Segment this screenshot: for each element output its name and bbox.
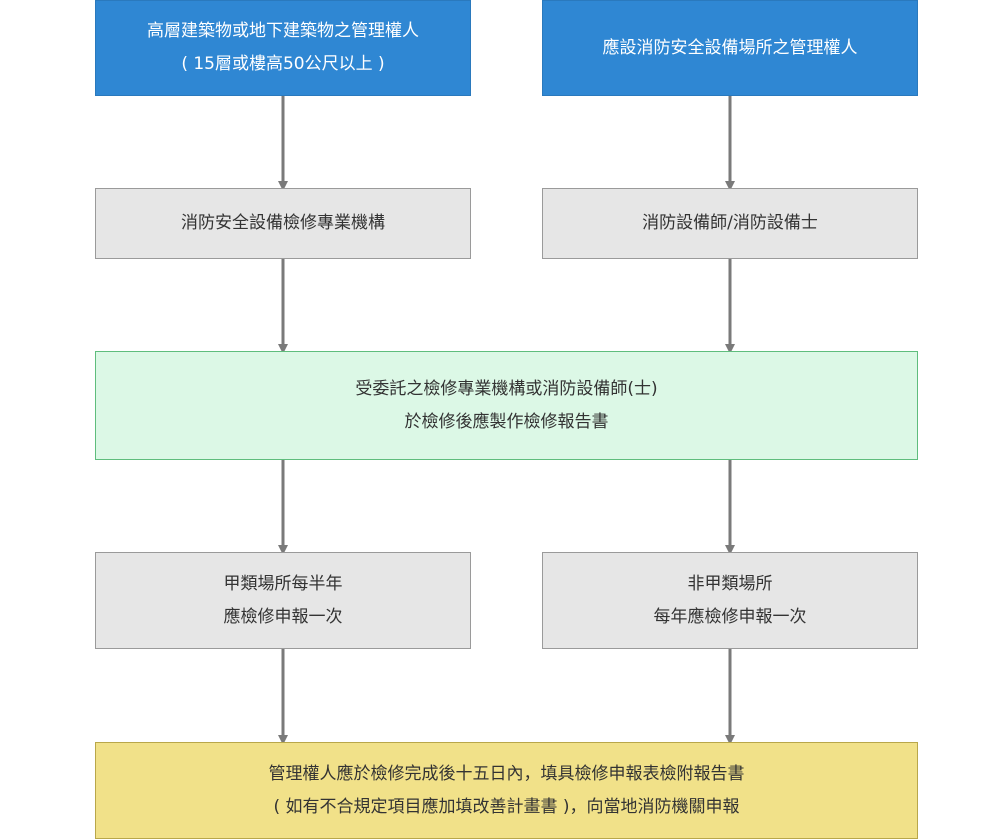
- engineer-box: 消防設備師/消防設備士: [542, 188, 918, 259]
- owner-highrise-line2: ( 15層或樓高50公尺以上 ): [181, 54, 385, 74]
- report-line1: 受委託之檢修專業機構或消防設備師(士): [355, 378, 658, 399]
- owner-highrise-box: 高層建築物或地下建築物之管理權人 ( 15層或樓高50公尺以上 ): [95, 0, 471, 96]
- submit-box: 管理權人應於檢修完成後十五日內，填具檢修申報表檢附報告書 ( 如有不合規定項目應…: [95, 742, 918, 839]
- non-class-a-line2: 每年應檢修申報一次: [653, 606, 807, 627]
- owner-required-box: 應設消防安全設備場所之管理權人: [542, 0, 918, 96]
- submit-line2: ( 如有不合規定項目應加填改善計畫書 )，向當地消防機關申報: [273, 796, 740, 817]
- non-class-a-box: 非甲類場所 每年應檢修申報一次: [542, 552, 918, 649]
- report-box: 受委託之檢修專業機構或消防設備師(士) 於檢修後應製作檢修報告書: [95, 351, 918, 460]
- engineer-line1: 消防設備師/消防設備士: [642, 213, 818, 233]
- class-a-line2: 應檢修申報一次: [223, 606, 343, 627]
- submit-line1: 管理權人應於檢修完成後十五日內，填具檢修申報表檢附報告書: [268, 763, 745, 784]
- owner-required-line1: 應設消防安全設備場所之管理權人: [602, 37, 858, 58]
- owner-highrise-line1: 高層建築物或地下建築物之管理權人: [147, 21, 419, 41]
- report-line2: 於檢修後應製作檢修報告書: [404, 411, 609, 432]
- class-a-box: 甲類場所每半年 應檢修申報一次: [95, 552, 471, 649]
- class-a-line1: 甲類場所每半年: [223, 573, 343, 594]
- non-class-a-line1: 非甲類場所: [687, 573, 773, 594]
- agency-box: 消防安全設備檢修專業機構: [95, 188, 471, 259]
- agency-line1: 消防安全設備檢修專業機構: [181, 213, 385, 233]
